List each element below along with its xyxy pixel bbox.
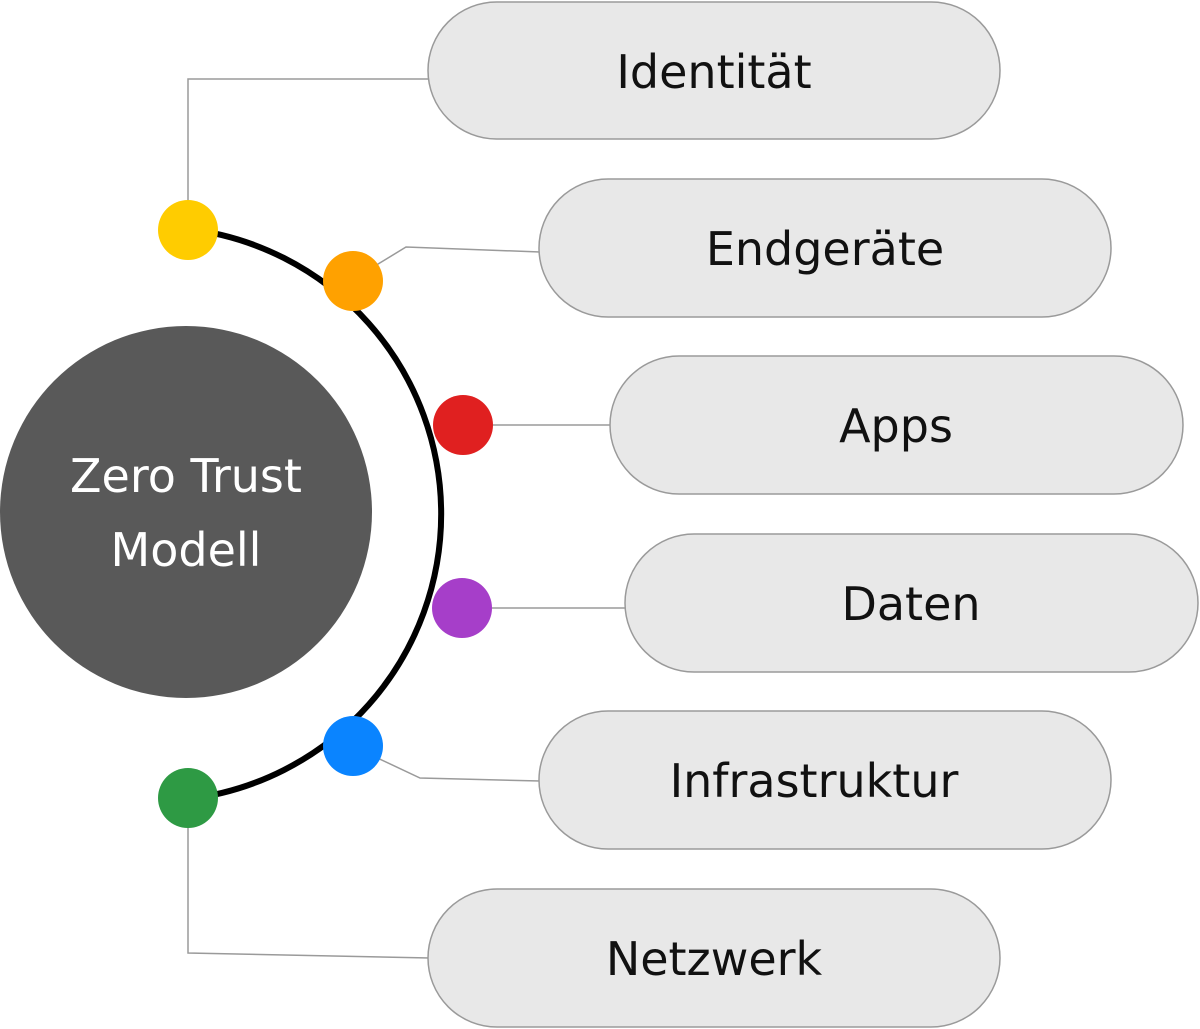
dot-infrastruktur bbox=[323, 716, 383, 776]
pill-label: Daten bbox=[841, 577, 980, 631]
pill-shape bbox=[427, 888, 1001, 1028]
pill-label: Infrastruktur bbox=[670, 754, 959, 808]
pill-shape bbox=[538, 178, 1112, 318]
pill-shape bbox=[609, 355, 1184, 495]
dot-daten bbox=[432, 578, 492, 638]
pillar-arc bbox=[187, 226, 445, 802]
dot-apps bbox=[433, 395, 493, 455]
pillar-apps: Apps bbox=[609, 355, 1184, 495]
pillar-endgeraete: Endgeräte bbox=[538, 178, 1112, 318]
pillar-netzwerk: Netzwerk bbox=[427, 888, 1001, 1028]
dot-endgeraete bbox=[323, 251, 383, 311]
pill-label: Identität bbox=[616, 45, 811, 99]
pill-label: Apps bbox=[839, 399, 953, 453]
pillar-daten: Daten bbox=[624, 533, 1199, 673]
connector-identitaet bbox=[187, 78, 430, 228]
pill-shape bbox=[427, 1, 1001, 140]
pill-shape bbox=[538, 710, 1112, 850]
pill-label: Endgeräte bbox=[706, 222, 944, 276]
center-title-line1: Zero Trust bbox=[70, 449, 302, 503]
pill-label: Netzwerk bbox=[606, 932, 823, 986]
pillar-identitaet: Identität bbox=[427, 1, 1001, 140]
connector-netzwerk bbox=[187, 798, 431, 959]
pillar-infrastruktur: Infrastruktur bbox=[538, 710, 1112, 850]
center-title-line2: Modell bbox=[111, 523, 262, 577]
pill-shape bbox=[624, 533, 1199, 673]
dot-identitaet bbox=[158, 200, 218, 260]
center-circle bbox=[0, 326, 372, 698]
dot-netzwerk bbox=[158, 768, 218, 828]
